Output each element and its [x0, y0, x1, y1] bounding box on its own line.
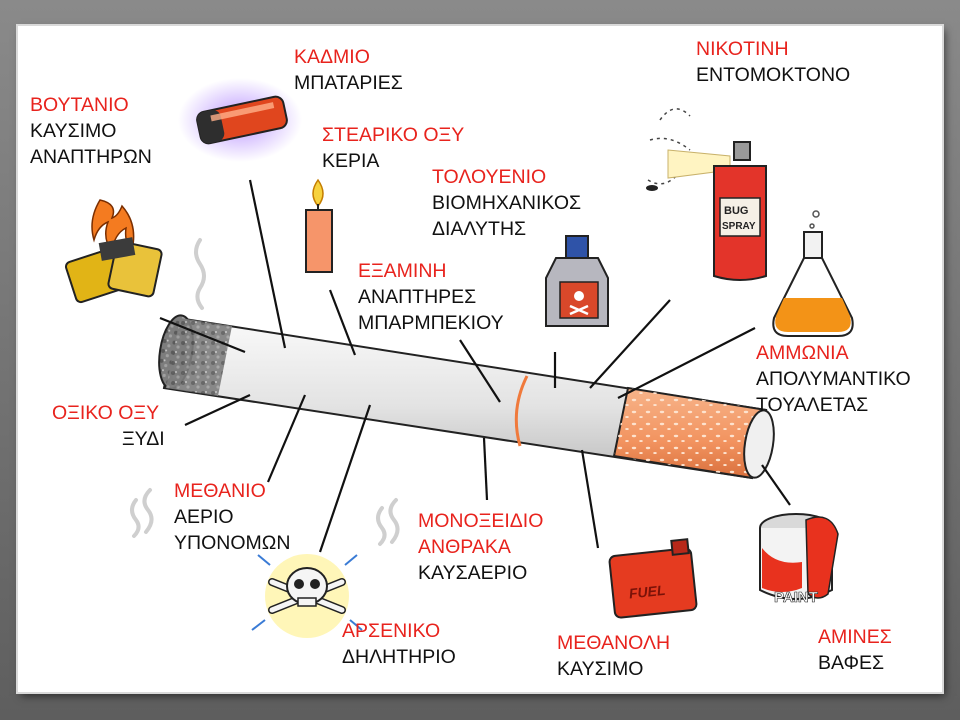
flask-icon: [772, 210, 854, 337]
label-cadmium-name: ΚΑΔΜΙΟ: [294, 46, 370, 68]
label-stearic-acid: ΣΤΕΑΡΙΚΟ ΟΞΥ ΚΕΡΙΑ: [322, 122, 464, 174]
label-acetic-name: ΟΞΙΚΟ ΟΞΥ: [52, 402, 160, 424]
smoke-wisps: [130, 238, 400, 546]
label-toluene-use-1: ΒΙΟΜΗΧΑΝΙΚΟΣ: [432, 192, 582, 214]
label-toluene-name: ΤΟΛΟΥΕΝΙΟ: [432, 166, 547, 188]
label-amines-name: ΑΜΙΝΕΣ: [818, 626, 892, 648]
label-methane-use-1: ΑΕΡΙΟ: [174, 506, 234, 528]
label-hexamine-use-2: ΜΠΑΡΜΠΕΚΙΟΥ: [358, 312, 504, 334]
label-cadmium-use: ΜΠΑΤΑΡΙΕΣ: [294, 72, 403, 94]
paint-text: PAINT: [774, 589, 818, 606]
label-arsenic-name: ΑΡΣΕΝΙΚΟ: [342, 620, 441, 642]
label-ammonia-use-2: ΤΟΥΑΛΕΤΑΣ: [756, 394, 869, 416]
label-cadmium: ΚΑΔΜΙΟ ΜΠΑΤΑΡΙΕΣ: [294, 44, 403, 96]
skull-crossbones-icon: [251, 554, 363, 638]
filter-end: [743, 409, 775, 479]
label-methanol-name: ΜΕΘΑΝΟΛΗ: [557, 632, 671, 654]
label-methane-use-2: ΥΠΟΝΟΜΩΝ: [174, 532, 291, 554]
label-stearic-use: ΚΕΡΙΑ: [322, 150, 380, 172]
label-stearic-name: ΣΤΕΑΡΙΚΟ ΟΞΥ: [322, 124, 465, 146]
label-acetic-acid: ΟΞΙΚΟ ΟΞΥ ΞΥΔΙ: [52, 400, 165, 452]
battery-icon: [178, 78, 302, 162]
label-methanol: ΜΕΘΑΝΟΛΗ ΚΑΥΣΙΜΟ: [557, 630, 670, 682]
label-amines-use: ΒΑΦΕΣ: [818, 652, 885, 674]
candle-icon: [305, 178, 333, 273]
label-co-name-2: ΑΝΘΡΑΚΑ: [418, 536, 511, 558]
label-co-use: ΚΑΥΣΑΕΡΙΟ: [418, 562, 528, 584]
filter-ring: [514, 375, 529, 447]
label-nicotine-name: ΝΙΚΟΤΙΝΗ: [696, 38, 789, 60]
label-ammonia-use-1: ΑΠΟΛΥΜΑΝΤΙΚΟ: [756, 368, 911, 390]
label-co-name-1: ΜΟΝΟΞΕΙΔΙΟ: [418, 510, 544, 532]
label-toluene-use-2: ΔΙΑΛΥΤΗΣ: [432, 218, 527, 240]
label-nicotine-use: ΕΝΤΟΜΟΚΤΟΝΟ: [696, 64, 851, 86]
leader-lines: [159, 179, 791, 553]
label-ammonia-name: ΑΜΜΩΝΙΑ: [756, 342, 849, 364]
label-methane: ΜΕΘΑΝΙΟ ΑΕΡΙΟ ΥΠΟΝΟΜΩΝ: [174, 478, 290, 556]
label-acetic-use: ΞΥΔΙ: [122, 428, 165, 450]
paint-can-icon: PAINT: [759, 513, 839, 606]
label-arsenic: ΑΡΣΕΝΙΚΟ ΔΗΛΗΤΗΡΙΟ: [342, 618, 456, 670]
label-carbon-monoxide: ΜΟΝΟΞΕΙΔΙΟ ΑΝΘΡΑΚΑ ΚΑΥΣΑΕΡΙΟ: [418, 508, 543, 586]
label-butane-use-1: ΚΑΥΣΙΜΟ: [30, 120, 117, 142]
label-arsenic-use: ΔΗΛΗΤΗΡΙΟ: [342, 646, 456, 668]
label-hexamine-name: ΕΞΑΜΙΝΗ: [358, 260, 447, 282]
label-butane: ΒΟΥΤΑΝΙΟ ΚΑΥΣΙΜΟ ΑΝΑΠΤΗΡΩΝ: [30, 92, 152, 170]
label-ammonia: ΑΜΜΩΝΙΑ ΑΠΟΛΥΜΑΝΤΙΚΟ ΤΟΥΑΛΕΤΑΣ: [756, 340, 911, 418]
label-amines: ΑΜΙΝΕΣ ΒΑΦΕΣ: [818, 624, 892, 676]
label-nicotine: ΝΙΚΟΤΙΝΗ ΕΝΤΟΜΟΚΤΟΝΟ: [696, 36, 850, 88]
spray-text: SPRAY: [722, 221, 756, 232]
bug-spray-icon: BUG SPRAY: [646, 108, 767, 281]
label-butane-use-2: ΑΝΑΠΤΗΡΩΝ: [30, 146, 152, 168]
label-methanol-use: ΚΑΥΣΙΜΟ: [557, 658, 644, 680]
label-hexamine-use-1: ΑΝΑΠΤΗΡΕΣ: [358, 286, 477, 308]
cigarette: [158, 314, 775, 480]
fuel-text: FUEL: [628, 582, 666, 602]
label-hexamine: ΕΞΑΜΙΝΗ ΑΝΑΠΤΗΡΕΣ ΜΠΑΡΜΠΕΚΙΟΥ: [358, 258, 504, 336]
label-toluene: ΤΟΛΟΥΕΝΙΟ ΒΙΟΜΗΧΑΝΙΚΟΣ ΔΙΑΛΥΤΗΣ: [432, 164, 581, 242]
solvent-bottle-icon: [545, 235, 609, 327]
fuel-can-icon: FUEL: [608, 538, 698, 619]
label-methane-name: ΜΕΘΑΝΙΟ: [174, 480, 266, 502]
lighter-icon: [64, 199, 163, 304]
bug-text: BUG: [724, 205, 748, 217]
label-butane-name: ΒΟΥΤΑΝΙΟ: [30, 94, 129, 116]
